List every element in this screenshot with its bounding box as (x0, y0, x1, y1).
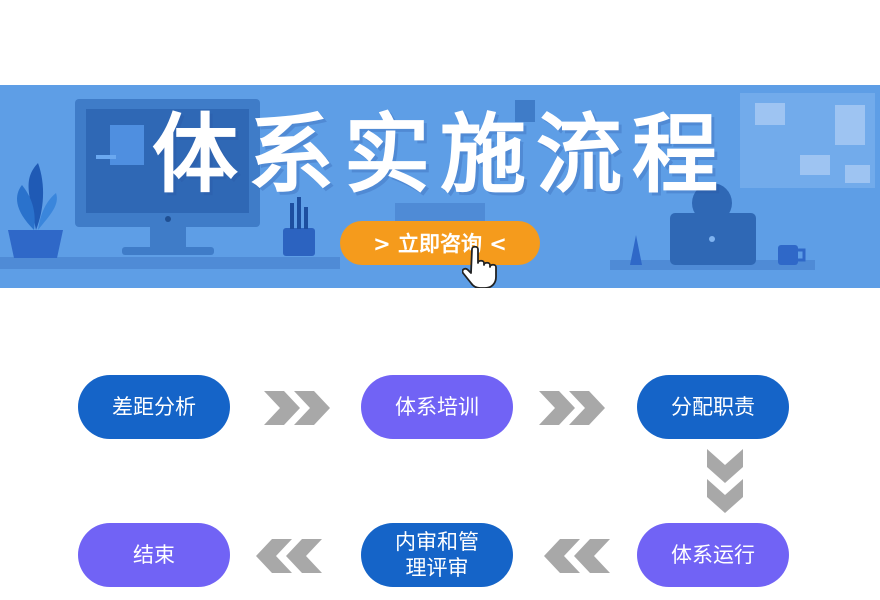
chevron-left-icon (256, 539, 322, 573)
step-label: 结束 (133, 543, 175, 567)
step-label: 体系培训 (395, 395, 479, 419)
step-system-training: 体系培训 (361, 375, 513, 439)
chevron-down-icon (707, 449, 743, 513)
step-assign-duties: 分配职责 (637, 375, 789, 439)
banner-title: 体系实施流程 (152, 105, 728, 205)
hand-pointer-icon (462, 245, 497, 288)
desk-surface (0, 257, 340, 269)
plant-icon (8, 163, 63, 258)
computer-icon (75, 99, 260, 255)
pen-holder-icon (283, 197, 315, 256)
step-system-operation: 体系运行 (637, 523, 789, 587)
mug-icon (778, 245, 806, 265)
consult-now-button[interactable]: > 立即咨询 < (340, 221, 540, 265)
step-label: 差距分析 (112, 395, 196, 419)
laptop-icon (670, 183, 756, 265)
step-label: 内审和管理评审 (395, 530, 479, 580)
step-label: 体系运行 (671, 543, 755, 567)
step-label: 分配职责 (671, 395, 755, 419)
step-end: 结束 (78, 523, 230, 587)
chevron-left-icon (544, 539, 610, 573)
chevron-right-icon (264, 391, 330, 425)
hero-banner: 体系实施流程 > 立即咨询 < (0, 85, 880, 288)
step-gap-analysis: 差距分析 (78, 375, 230, 439)
step-internal-audit-review: 内审和管理评审 (361, 523, 513, 587)
chevron-right-icon (539, 391, 605, 425)
